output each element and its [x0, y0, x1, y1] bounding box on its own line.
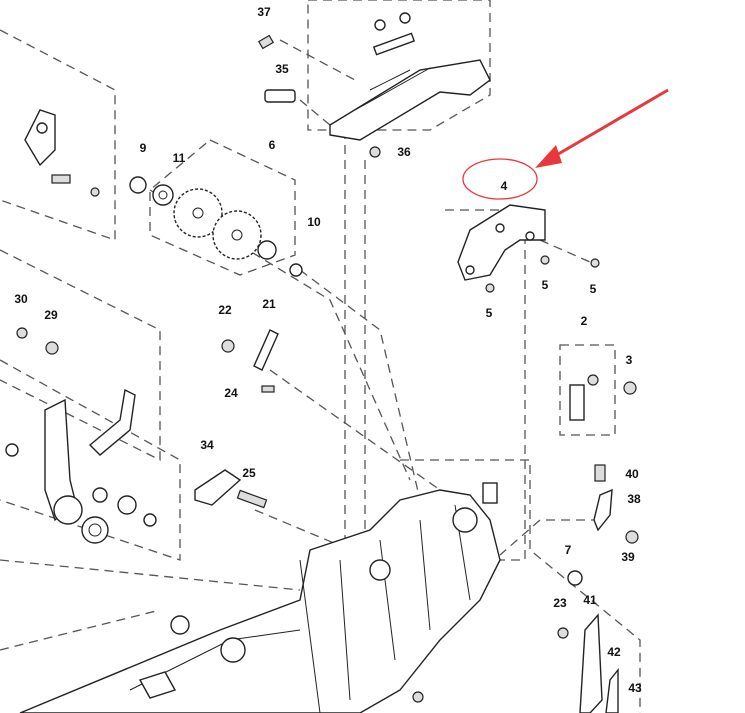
part-label: 9 [139, 141, 147, 155]
part-link-arm [88, 388, 136, 456]
part-label: 5 [485, 306, 493, 320]
part-38-latch [593, 488, 613, 532]
part-label: 37 [257, 5, 271, 19]
group-box-left-top [0, 29, 116, 241]
part-label: 11 [172, 151, 186, 165]
part-4-plate [457, 204, 546, 281]
part-34-plate [194, 469, 242, 506]
group-box-gears [149, 139, 296, 276]
part-39-screw [625, 530, 639, 544]
part-top-bracket [329, 59, 491, 141]
part-label: 23 [553, 596, 567, 610]
part-label: 3 [625, 353, 633, 367]
frame-tab [482, 482, 498, 504]
part-2-bracket [569, 384, 585, 421]
leader-line [279, 39, 356, 81]
part-5-screw [590, 258, 600, 268]
part-label: 29 [44, 308, 58, 322]
part-screw [51, 174, 71, 184]
part-25-screw [236, 489, 268, 509]
group-box-2 [559, 344, 616, 436]
part-36-screw [369, 146, 381, 158]
part-22-screw [221, 339, 235, 353]
part-label: 30 [14, 292, 28, 306]
part-6-washer [257, 240, 277, 260]
part-pin [374, 19, 386, 31]
part-30-screw [16, 327, 28, 339]
part-9-collar [129, 176, 147, 194]
leader-line [539, 239, 591, 263]
part-7-pin [567, 570, 583, 586]
part-label: 38 [627, 492, 641, 506]
part-35-pin [264, 89, 296, 103]
part-23-screw [557, 627, 569, 639]
part-label: 25 [242, 466, 256, 480]
part-slide-plate [372, 32, 416, 56]
leader-line [0, 609, 161, 651]
part-11-washer [152, 184, 174, 206]
part-label: 5 [541, 278, 549, 292]
part-label: 7 [564, 543, 572, 557]
leader-line [269, 369, 441, 491]
part-label: 10 [307, 215, 321, 229]
leader-line [149, 189, 411, 481]
leader-line [499, 519, 600, 556]
part-label: 34 [200, 438, 214, 452]
part-label: 41 [583, 593, 597, 607]
leader-line [299, 269, 421, 501]
part-label: 5 [589, 282, 597, 296]
part-5-screw [485, 283, 495, 293]
part-label: 39 [621, 550, 635, 564]
part-37-spring [257, 34, 275, 50]
group-box-left-mid [0, 249, 161, 462]
part-label: 42 [607, 645, 621, 659]
part-41-arm [579, 613, 603, 713]
part-bearing [81, 516, 109, 544]
part-5-screw [540, 255, 550, 265]
highlight-arrow-shaft [547, 88, 669, 162]
part-label: 40 [625, 467, 639, 481]
part-label: 6 [268, 138, 276, 152]
group-box-left-low [0, 359, 181, 561]
part-6-gear-b [212, 210, 262, 260]
part-6-gear-a [173, 188, 223, 238]
part-label: 24 [224, 386, 238, 400]
leader-line [299, 99, 331, 126]
part-left-bracket [24, 109, 56, 167]
part-21-lever [253, 329, 279, 371]
part-label: 36 [397, 145, 411, 159]
part-label: 35 [275, 62, 289, 76]
part-label: 43 [628, 681, 642, 695]
part-24-spring [261, 385, 275, 393]
part-label: 22 [218, 303, 232, 317]
part-29-nut [45, 341, 59, 355]
leader-line [0, 559, 301, 591]
part-40-spring [594, 464, 606, 482]
part-42-arm [605, 668, 619, 713]
part-label-highlighted: 4 [500, 179, 508, 193]
part-10-washer [289, 263, 303, 277]
part-label: 21 [262, 297, 276, 311]
part-label: 2 [580, 314, 588, 328]
part-3-screw [623, 381, 637, 395]
highlight-arrow-head [535, 145, 562, 168]
part-pin [399, 12, 411, 24]
highlight-ellipse [462, 158, 538, 200]
leader-line [254, 509, 471, 601]
